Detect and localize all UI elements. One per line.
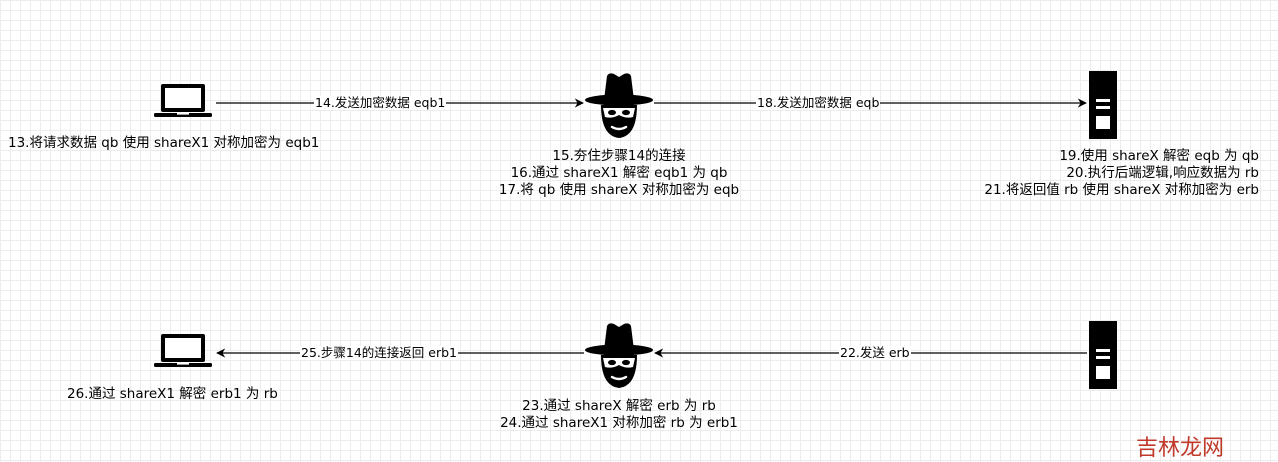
client-step-label: 13.将请求数据 qb 使用 shareX1 对称加密为 eqb1 (8, 135, 320, 151)
hacker-icon (584, 72, 654, 140)
edge-label-step25: 25.步骤14的连接返回 erb1 (300, 345, 458, 360)
attacker-step-15: 15.夯住步骤14的连接 (552, 148, 686, 164)
attacker-step-label: 15.夯住步骤14的连接 16.通过 shareX1 解密 eqb1 为 qb … (484, 148, 754, 199)
attacker-step-16: 16.通过 shareX1 解密 eqb1 为 qb (510, 165, 728, 181)
server-step-label: 19.使用 shareX 解密 eqb 为 qb 20.执行后端逻辑,响应数据为… (947, 148, 1259, 199)
server-step-19: 19.使用 shareX 解密 eqb 为 qb (1059, 148, 1259, 164)
server-icon (1089, 321, 1117, 389)
server-step-21: 21.将返回值 rb 使用 shareX 对称加密为 erb (984, 182, 1259, 198)
server-step-20: 20.执行后端逻辑,响应数据为 rb (1066, 165, 1259, 181)
attacker-step-17: 17.将 qb 使用 shareX 对称加密为 eqb (498, 182, 740, 198)
edge-label-step22: 22.发送 erb (839, 345, 911, 360)
edge-label-step18: 18.发送加密数据 eqb (756, 95, 881, 110)
attacker-step-24: 24.通过 shareX1 对称加密 rb 为 erb1 (500, 415, 738, 431)
laptop-icon (154, 84, 212, 117)
edge-label-step14: 14.发送加密数据 eqb1 (314, 95, 447, 110)
attacker-step-23: 23.通过 shareX 解密 erb 为 rb (522, 398, 716, 414)
hacker-icon (584, 322, 654, 390)
laptop-icon (154, 334, 212, 367)
watermark: 吉林龙网 (1136, 436, 1225, 461)
attacker-step-label: 23.通过 shareX 解密 erb 为 rb 24.通过 shareX1 对… (484, 398, 754, 432)
client-step-label: 26.通过 shareX1 解密 erb1 为 rb (67, 386, 278, 402)
server-icon (1089, 71, 1117, 139)
